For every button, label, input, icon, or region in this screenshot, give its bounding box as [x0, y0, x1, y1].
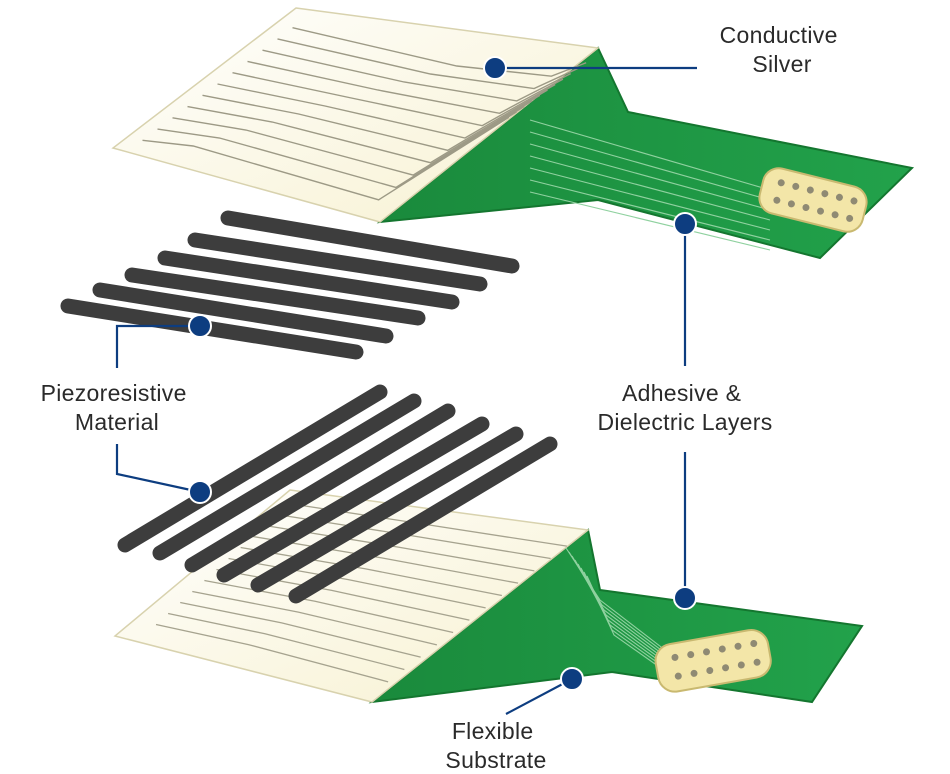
top-silver-trace: [187, 100, 533, 164]
callout-line-piezo-upper: [115, 324, 200, 368]
callout-dot-piezo-lower: [188, 480, 212, 504]
callout-dots: [188, 56, 697, 691]
piezoresistive-strip: [216, 416, 490, 583]
connector-pin: [817, 207, 825, 215]
label-piezoresistive-line2: Material: [75, 409, 159, 435]
top-connector-pins: [773, 179, 858, 222]
connector-pin: [787, 200, 795, 208]
connector-pin: [777, 179, 785, 187]
bottom-silver-trace: [252, 535, 519, 584]
bottom-connector: [654, 628, 772, 693]
top-tail-trace: [529, 155, 771, 221]
bottom-silver-trace: [192, 590, 438, 646]
label-adhesive-line1: Adhesive &: [622, 380, 741, 406]
bottom-silver-trace: [204, 579, 454, 634]
label-conductive-silver-line1: Conductive: [720, 22, 838, 48]
bottom-silver-trace: [228, 557, 486, 609]
top-layer: [111, 7, 915, 260]
connector-pin: [831, 211, 839, 219]
callout-dot-adhesive-upper: [673, 212, 697, 236]
bottom-connector-pins: [671, 639, 761, 680]
connector-pin: [674, 672, 682, 680]
top-silver-traces: [142, 26, 587, 201]
piezoresistive-strip: [124, 267, 426, 326]
connector-pin: [734, 642, 742, 650]
connector-pin: [671, 653, 679, 661]
connector-pin: [750, 639, 758, 647]
connector-pin: [737, 661, 745, 669]
label-piezoresistive-material: Piezoresistive Material: [41, 380, 194, 435]
callout-dot-flexible-substrate: [560, 667, 584, 691]
piezoresistive-strip: [288, 436, 558, 604]
bottom-silver-trace: [240, 546, 502, 597]
label-adhesive-line2: Dielectric Layers: [597, 409, 772, 435]
bottom-tail-trace: [586, 575, 666, 672]
piezoresistive-strip: [92, 282, 394, 344]
top-tail-trace: [529, 119, 771, 191]
callout-dot-piezo-upper: [188, 314, 212, 338]
connector-pin: [850, 197, 858, 205]
callout-dot-adhesive-lower: [673, 586, 697, 610]
piezoresistive-strips-lower: [117, 384, 558, 604]
piezoresistive-strip: [187, 232, 488, 292]
label-conductive-silver-line2: Silver: [752, 51, 811, 77]
piezoresistive-strip: [220, 210, 520, 274]
label-flexible-substrate-line2: Substrate: [445, 747, 546, 773]
piezoresistive-strip: [117, 384, 388, 553]
top-silver-trace: [202, 94, 541, 152]
top-silver-trace: [142, 116, 510, 201]
bottom-silver-trace: [180, 601, 421, 658]
connector-pin: [753, 658, 761, 666]
piezoresistive-strips-upper: [60, 210, 520, 360]
bottom-silver-trace: [216, 568, 470, 621]
callout-dot-conductive-silver: [483, 56, 507, 80]
top-silver-trace: [217, 83, 548, 139]
top-silver-trace: [277, 38, 579, 90]
top-tail-trace: [529, 143, 771, 211]
top-tail-traces: [529, 119, 771, 251]
connector-pin: [802, 204, 810, 212]
piezoresistive-strip: [250, 426, 524, 593]
top-silver-trace: [262, 49, 571, 102]
connector-pin: [706, 667, 714, 675]
top-sensor-sheet: [111, 7, 600, 223]
label-flexible-substrate-line1: Flexible: [452, 718, 534, 744]
label-piezoresistive-line1: Piezoresistive: [41, 380, 187, 406]
bottom-layer: [113, 489, 864, 704]
connector-pin: [722, 664, 730, 672]
callout-line-flexible-substrate: [505, 678, 573, 715]
top-silver-trace: [232, 72, 556, 127]
connector-pin: [821, 190, 829, 198]
connector-pin: [718, 645, 726, 653]
callouts: [115, 66, 697, 715]
callout-line-piezo-lower: [115, 444, 201, 494]
piezoresistive-strip: [157, 250, 460, 310]
piezoresistive-strip: [184, 403, 456, 573]
connector-pin: [846, 214, 854, 222]
label-flexible-substrate: Flexible Substrate: [445, 718, 546, 773]
top-silver-trace: [247, 60, 564, 115]
label-conductive-silver: Conductive Silver: [720, 22, 845, 77]
connector-pin: [687, 651, 695, 659]
connector-pin: [773, 196, 781, 204]
bottom-silver-trace: [167, 612, 405, 671]
piezoresistive-strip: [60, 298, 364, 360]
connector-pin: [702, 648, 710, 656]
connector-pin: [806, 186, 814, 194]
top-tail-trace: [529, 179, 771, 241]
top-connector: [758, 167, 868, 233]
piezoresistive-strip: [152, 393, 422, 561]
top-tail-trace: [529, 167, 771, 231]
connector-pin: [792, 182, 800, 190]
top-tail-trace: [529, 131, 771, 201]
label-adhesive-dielectric: Adhesive & Dielectric Layers: [597, 380, 772, 435]
bottom-silver-trace: [155, 623, 389, 683]
top-silver-trace: [172, 105, 525, 176]
bottom-tail-traces: [565, 547, 666, 672]
connector-pin: [835, 193, 843, 201]
top-silver-trace: [157, 111, 517, 189]
top-tail-trace: [529, 191, 771, 251]
connector-pin: [690, 669, 698, 677]
